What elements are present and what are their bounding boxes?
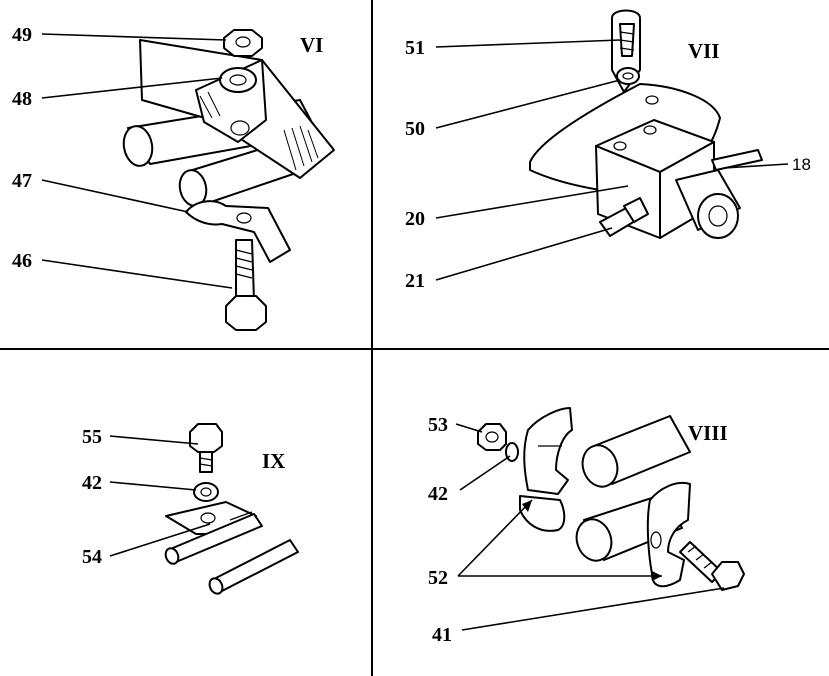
callout-55: 55 bbox=[82, 426, 102, 448]
clamp-52-upper bbox=[523, 407, 573, 495]
clamp-52-left bbox=[519, 495, 566, 532]
leader-47 bbox=[41, 179, 189, 213]
leader-20 bbox=[435, 185, 629, 219]
leader-55 bbox=[109, 435, 199, 445]
leader-21 bbox=[435, 227, 613, 281]
callout-52: 52 bbox=[428, 567, 448, 589]
leader-41 bbox=[461, 587, 725, 631]
leader-50 bbox=[435, 79, 621, 129]
leader-52-a bbox=[457, 499, 533, 577]
arrow-52-b bbox=[652, 571, 662, 581]
panel-vi: VI bbox=[12, 24, 335, 331]
leader-48 bbox=[41, 77, 223, 99]
leader-53 bbox=[455, 423, 483, 433]
panel-viii-title: VIII bbox=[688, 421, 728, 445]
panel-vi-title: VI bbox=[300, 33, 323, 57]
bolt-46 bbox=[225, 239, 267, 331]
callout-20: 20 bbox=[405, 208, 425, 230]
washer-50 bbox=[616, 67, 640, 85]
leader-18 bbox=[723, 163, 789, 169]
nut-49 bbox=[223, 29, 263, 57]
clamp-52-right bbox=[646, 482, 691, 588]
leader-51 bbox=[435, 39, 621, 48]
panel-viii-tube-upper bbox=[581, 415, 691, 488]
callout-41: 41 bbox=[432, 624, 452, 646]
panel-vii-title: VII bbox=[688, 39, 720, 63]
callout-18: 18 bbox=[792, 155, 811, 174]
leader-49 bbox=[41, 33, 227, 41]
panel-viii: VIII bbox=[428, 407, 745, 646]
panel-ix: IX 55 42 54 bbox=[82, 423, 299, 595]
leader-42-viii bbox=[459, 455, 511, 491]
panel-vii: VII bbox=[405, 9, 811, 292]
callout-54: 54 bbox=[82, 546, 102, 568]
panel-ix-title: IX bbox=[262, 449, 285, 473]
callout-53: 53 bbox=[428, 414, 448, 436]
bolt-41 bbox=[679, 541, 745, 591]
callout-48: 48 bbox=[12, 88, 32, 110]
clamp-47 bbox=[185, 200, 291, 263]
callout-51: 51 bbox=[405, 37, 425, 59]
callout-42-viii: 42 bbox=[428, 483, 448, 505]
arrow-52-a bbox=[522, 500, 532, 512]
callout-47: 47 bbox=[12, 170, 32, 192]
panel-vii-boss bbox=[675, 169, 741, 239]
washer-48 bbox=[219, 67, 257, 93]
panel-ix-tube-upper bbox=[164, 513, 263, 565]
leader-42-ix bbox=[109, 481, 197, 491]
washer-42-ix bbox=[193, 482, 219, 502]
callout-49: 49 bbox=[12, 24, 32, 46]
nut-53 bbox=[477, 423, 507, 451]
panel-ix-tube-lower bbox=[208, 539, 299, 595]
bolt-55 bbox=[189, 423, 223, 473]
callout-50: 50 bbox=[405, 118, 425, 140]
callout-46: 46 bbox=[12, 250, 32, 272]
callout-21: 21 bbox=[405, 270, 425, 292]
leader-54 bbox=[109, 523, 211, 557]
callout-42-ix: 42 bbox=[82, 472, 102, 494]
rod-18 bbox=[711, 149, 763, 171]
leader-46 bbox=[41, 259, 233, 289]
